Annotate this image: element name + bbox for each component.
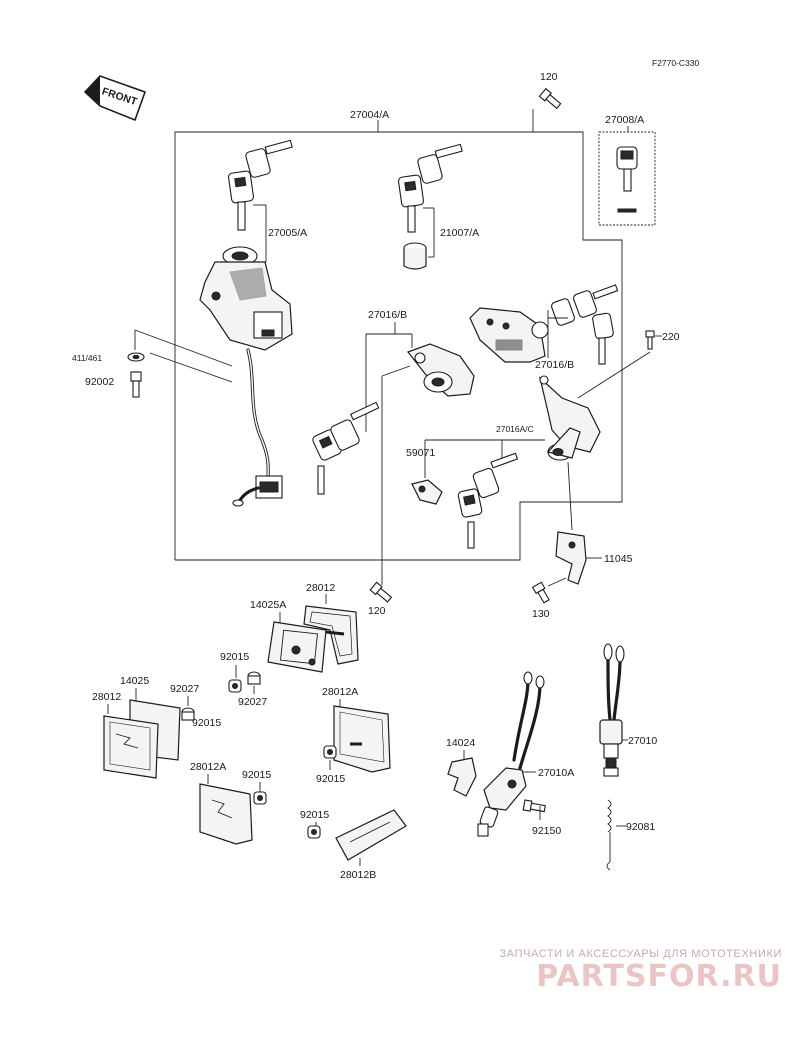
nut-icon-c bbox=[323, 745, 337, 759]
label-92015-a: 92015 bbox=[220, 651, 249, 663]
label-27016b-top: 27016/B bbox=[368, 309, 407, 321]
switch-27010 bbox=[599, 719, 623, 777]
reflector-28012b bbox=[335, 809, 407, 861]
label-130: 130 bbox=[532, 608, 550, 620]
label-28012a-b: 28012A bbox=[190, 761, 226, 773]
label-27016b-side: 27016/B bbox=[535, 359, 574, 371]
label-92015-b: 92015 bbox=[192, 717, 221, 729]
label-92027-b: 92027 bbox=[170, 683, 199, 695]
label-28012-a: 28012 bbox=[306, 582, 335, 594]
label-59071: 59071 bbox=[406, 447, 435, 459]
bracket-14024 bbox=[447, 757, 477, 797]
key-pair-27016b-center bbox=[312, 401, 380, 495]
screw-icon-130 bbox=[531, 581, 550, 604]
label-92015-c: 92015 bbox=[316, 773, 345, 785]
reflector-28012a-center bbox=[333, 705, 391, 773]
key-tag-box bbox=[598, 131, 656, 226]
reflector-28012-top bbox=[303, 605, 359, 665]
label-92015-e: 92015 bbox=[300, 809, 329, 821]
kit-outline bbox=[174, 120, 623, 561]
nut-icon-d bbox=[253, 791, 267, 805]
reflector-28012-left bbox=[103, 715, 159, 779]
key-pair-27016b-side bbox=[551, 284, 619, 365]
label-14024: 14024 bbox=[446, 737, 475, 749]
label-92002: 92002 bbox=[85, 376, 114, 388]
reflector-28012a-lower bbox=[199, 783, 253, 845]
seat-lock-housing bbox=[469, 307, 549, 363]
label-27008a: 27008/A bbox=[605, 114, 644, 126]
label-120-bot: 120 bbox=[368, 605, 386, 617]
label-21007a: 21007/A bbox=[440, 227, 479, 239]
nut-icon-e bbox=[307, 825, 321, 839]
bolt-icon bbox=[130, 371, 142, 398]
label-14025: 14025 bbox=[120, 675, 149, 687]
connector-plug bbox=[232, 475, 283, 507]
label-120-top: 120 bbox=[540, 71, 558, 83]
label-27016ac: 27016A/C bbox=[496, 424, 534, 434]
lock-cylinder bbox=[403, 242, 427, 270]
label-220: 220 bbox=[662, 331, 680, 343]
figure-code: F2770-C330 bbox=[652, 58, 700, 68]
label-27005a: 27005/A bbox=[268, 227, 307, 239]
watermark: ЗАПЧАСТИ И АКСЕССУАРЫ ДЛЯ МОТОТЕХНИКИ PA… bbox=[500, 948, 782, 994]
label-27004a: 27004/A bbox=[350, 109, 389, 121]
spacer-icon-b bbox=[181, 707, 195, 721]
screw-icon-bottom bbox=[369, 581, 393, 603]
spring-92081 bbox=[606, 799, 612, 871]
screw-icon-top bbox=[538, 87, 562, 110]
lock-27016ac-body bbox=[538, 375, 601, 461]
nut-icon-a bbox=[228, 679, 242, 693]
spacer-icon-a bbox=[247, 671, 261, 685]
key-pair-21007a bbox=[397, 143, 463, 233]
label-14025a: 14025A bbox=[250, 599, 286, 611]
label-92015-d: 92015 bbox=[242, 769, 271, 781]
key-pair-27005a bbox=[227, 139, 293, 231]
helmet-lock-body bbox=[407, 343, 475, 397]
watermark-tagline: ЗАПЧАСТИ И АКСЕССУАРЫ ДЛЯ МОТОТЕХНИКИ bbox=[499, 948, 782, 960]
label-28012a-a: 28012A bbox=[322, 686, 358, 698]
watermark-logo: PARTSFOR.RU bbox=[536, 959, 782, 994]
key-pair-27016ac bbox=[457, 452, 519, 549]
switch-27010a bbox=[477, 767, 527, 837]
label-28012-b: 28012 bbox=[92, 691, 121, 703]
washer-icon bbox=[127, 352, 145, 362]
label-92150: 92150 bbox=[532, 825, 561, 837]
key-tag-icon bbox=[616, 146, 638, 213]
screw-icon-92150 bbox=[522, 799, 546, 813]
label-27010: 27010 bbox=[628, 735, 657, 747]
label-28012b: 28012B bbox=[340, 869, 376, 881]
label-411-461: 411/461 bbox=[72, 353, 102, 363]
clip-59071 bbox=[411, 479, 443, 505]
label-92081: 92081 bbox=[626, 821, 655, 833]
label-11045: 11045 bbox=[604, 553, 633, 565]
screw-icon-220 bbox=[645, 330, 655, 350]
ignition-switch-body bbox=[199, 246, 293, 351]
label-27010a: 27010A bbox=[538, 767, 574, 779]
front-arrow-icon: FRONT bbox=[83, 75, 147, 122]
bracket-11045 bbox=[555, 531, 587, 585]
reflector-bracket-14025a bbox=[267, 621, 345, 673]
label-92027-a: 92027 bbox=[238, 696, 267, 708]
